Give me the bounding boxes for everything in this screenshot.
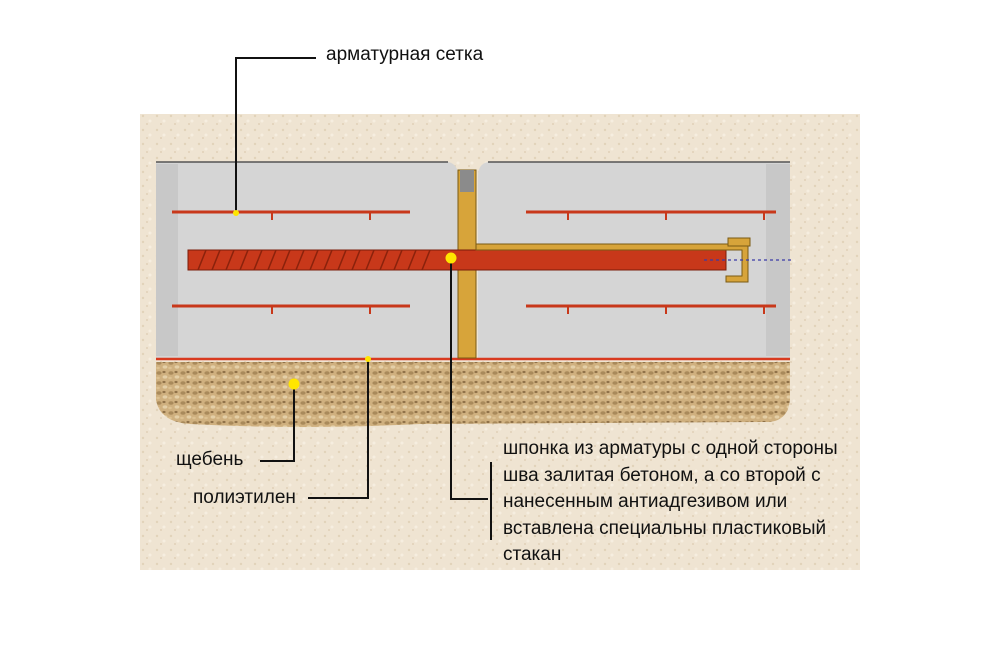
joint-sealant	[460, 170, 474, 192]
gravel-layer	[156, 362, 790, 427]
marker-mesh	[233, 210, 239, 216]
leader-dowel	[450, 258, 488, 500]
leader-mesh	[235, 57, 316, 214]
leader-gravel	[260, 384, 295, 462]
dowel-line: нанесенным антиадгезивом или	[503, 491, 788, 512]
dowel-line: шпонка из арматуры с одной стороны	[503, 438, 838, 459]
leader-polyethylene	[308, 359, 369, 499]
dowel-line: вставлена специальны пластиковый	[503, 517, 827, 539]
mesh-lower	[172, 304, 776, 314]
dowel-bar	[187, 249, 727, 271]
label-gravel: щебень	[176, 449, 244, 470]
mesh-upper	[172, 210, 776, 220]
slab-edge-left	[156, 164, 178, 356]
label-dowel: шпонка из арматуры с одной стороны шва з…	[503, 436, 838, 569]
label-polyethylene: полиэтилен	[193, 487, 296, 508]
marker-dowel	[445, 252, 457, 264]
sleeve-cup-end	[727, 237, 751, 247]
marker-polyethylene	[365, 356, 371, 362]
marker-gravel	[288, 378, 300, 390]
dowel-sleeve	[475, 243, 749, 283]
dowel-line: стакан	[503, 544, 562, 565]
label-mesh: арматурная сетка	[326, 44, 484, 65]
dowel-line: шва залитая бетоном, а со второй с	[503, 464, 821, 486]
